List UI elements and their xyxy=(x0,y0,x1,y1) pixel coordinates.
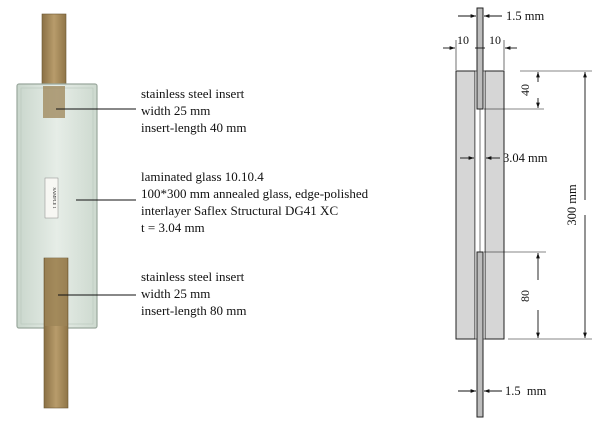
section-steel-insert-top xyxy=(476,7,484,110)
callout-glass-line2: 100*300 mm annealed glass, edge-polished xyxy=(141,186,369,201)
callout-top-insert: stainless steel insert width 25 mm inser… xyxy=(141,85,246,136)
dim-glass-left: 10 xyxy=(457,33,469,47)
sample-sticker-text: SAMPLE 1 xyxy=(52,187,57,208)
section-glass-right xyxy=(484,70,505,340)
dim-interlayer: 3.04 mm xyxy=(503,151,548,165)
specimen-photo: SAMPLE 1 xyxy=(16,13,98,409)
dim-bottom-insert-thickness: 1.5 mm xyxy=(505,384,547,398)
callout-top-insert-line2: width 25 mm xyxy=(141,103,211,118)
section-glass-left xyxy=(455,70,476,340)
dim-top-insert-length: 40 xyxy=(518,84,532,96)
callout-bottom-insert: stainless steel insert width 25 mm inser… xyxy=(141,268,246,319)
callout-top-insert-line3: insert-length 40 mm xyxy=(141,120,247,135)
callout-bottom-insert-line2: width 25 mm xyxy=(141,286,211,301)
section-steel-insert-bottom xyxy=(476,251,484,418)
sample-sticker xyxy=(44,177,59,219)
callout-bottom-insert-line1: stainless steel insert xyxy=(141,269,245,284)
callout-top-insert-line1: stainless steel insert xyxy=(141,86,245,101)
dim-bottom-insert-length: 80 xyxy=(518,290,532,302)
callout-glass-line1: laminated glass 10.10.4 xyxy=(141,169,264,184)
callout-glass-line3: interlayer Saflex Structural DG41 XC xyxy=(141,203,339,218)
callout-glass-line4: t = 3.04 mm xyxy=(141,220,205,235)
dim-glass-right: 10 xyxy=(489,33,501,47)
callout-glass: laminated glass 10.10.4 100*300 mm annea… xyxy=(141,168,368,236)
dim-top-insert-thickness: 1.5 mm xyxy=(506,9,544,23)
callout-bottom-insert-line3: insert-length 80 mm xyxy=(141,303,247,318)
dim-total-height: 300 mm xyxy=(565,184,579,226)
